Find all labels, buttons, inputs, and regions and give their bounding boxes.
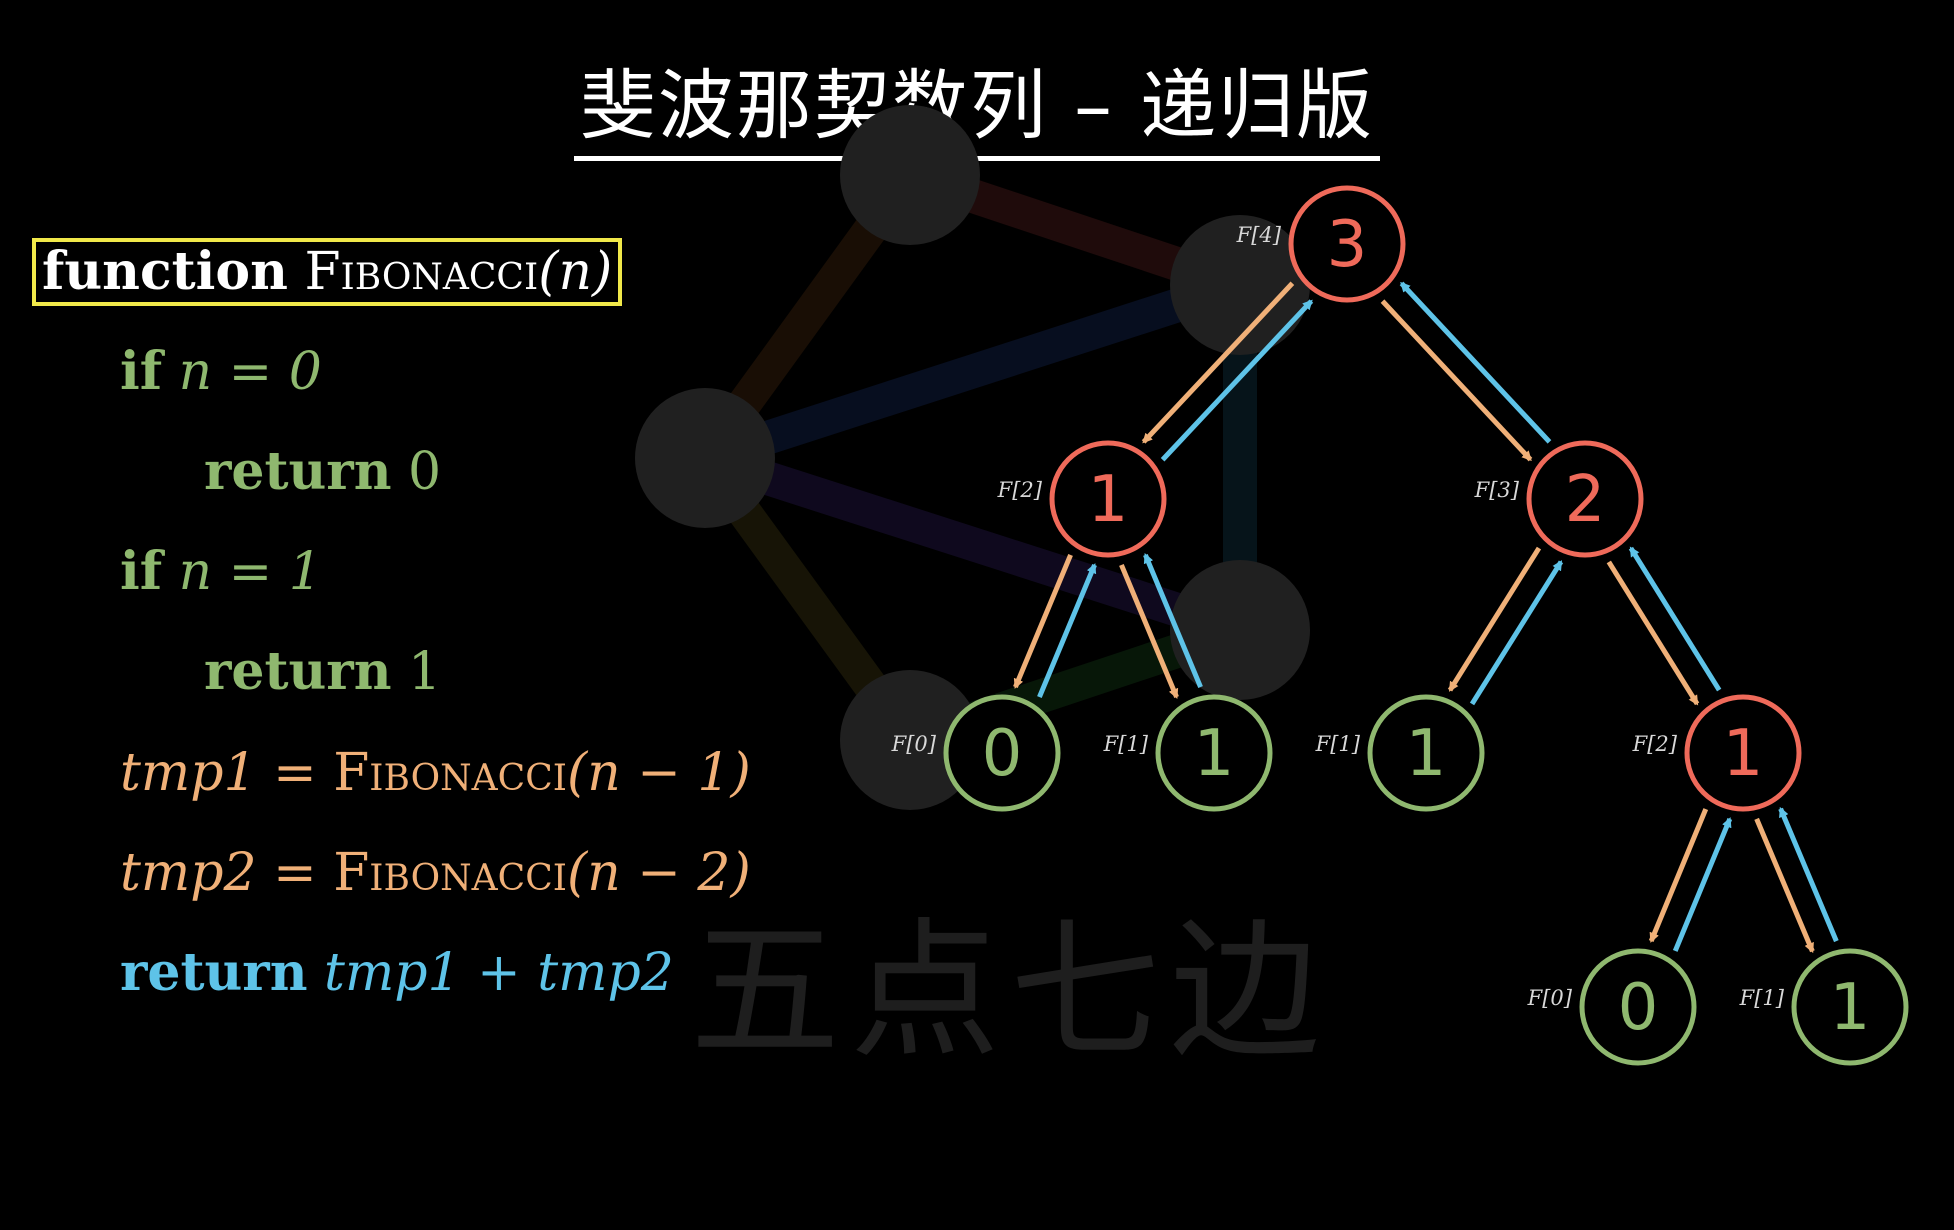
code-line-tmp1: tmp1 = Fibonacci(n − 1)	[120, 738, 751, 808]
node-value: 1	[1194, 717, 1235, 791]
return-arrow	[1037, 563, 1097, 699]
tree-node-leaf: 0 F[0]	[1527, 948, 1697, 1066]
node-label: F[4]	[1236, 223, 1282, 247]
function-keyword: function	[42, 241, 288, 302]
call-name: Fibonacci	[333, 843, 567, 903]
if-keyword: if	[120, 341, 163, 402]
node-label: F[1]	[1103, 732, 1149, 756]
node-value: 1	[1088, 463, 1129, 537]
code-line-tmp2: tmp2 = Fibonacci(n − 2)	[120, 838, 751, 908]
call-arrow	[1754, 817, 1815, 954]
watermark: 五点七边	[690, 905, 1331, 1079]
code-line-if-1: if n = 1	[120, 537, 322, 607]
node-label: F[3]	[1474, 478, 1520, 502]
return-value: 1	[408, 642, 442, 702]
node-circle	[1526, 440, 1644, 558]
bg-node	[1170, 560, 1310, 700]
tree-node-internal: 2 F[3]	[1474, 440, 1644, 558]
code-line-return-1: return 1	[204, 637, 441, 707]
return-value: 0	[408, 442, 442, 502]
tree-node-internal: 1 F[2]	[997, 440, 1167, 558]
highlight-box: function Fibonacci(n)	[32, 238, 623, 306]
tree-node-leaf: 0 F[0]	[891, 694, 1061, 812]
tree-node-leaf: 1 F[1]	[1315, 694, 1485, 812]
tree-node-internal: 1 F[2]	[1632, 694, 1802, 812]
tmp1-variable: tmp1	[120, 743, 257, 803]
bg-node	[1170, 215, 1310, 355]
node-value: 3	[1327, 208, 1368, 282]
tree-node-leaf: 1 F[1]	[1739, 948, 1909, 1066]
node-circle	[1288, 185, 1406, 303]
return-arrow	[1469, 560, 1564, 706]
call-arrow	[1648, 808, 1709, 943]
node-value: 0	[1618, 971, 1659, 1045]
code-line-if-0: if n = 0	[120, 337, 322, 407]
node-label: F[0]	[1527, 986, 1573, 1010]
return-arrow	[1143, 553, 1203, 689]
if-keyword: if	[120, 541, 163, 602]
node-circle	[943, 694, 1061, 812]
node-circle	[1049, 440, 1167, 558]
code-line-return-sum: return tmp1 + tmp2	[120, 938, 674, 1008]
code-line-return-0: return 0	[204, 437, 441, 507]
call-name: Fibonacci	[333, 743, 567, 803]
return-arrow	[1778, 806, 1839, 943]
node-label: F[0]	[891, 732, 937, 756]
node-value: 0	[982, 717, 1023, 791]
node-label: F[1]	[1739, 986, 1785, 1010]
return-keyword: return	[204, 641, 392, 702]
call-arrow	[1119, 563, 1179, 699]
return-keyword: return	[204, 441, 392, 502]
node-value: 1	[1406, 717, 1447, 791]
node-label: F[2]	[1632, 732, 1678, 756]
bg-edge	[699, 268, 1246, 475]
if-condition: n = 0	[178, 342, 322, 402]
code-line-function: function Fibonacci(n)	[32, 237, 623, 307]
call-arrow	[1380, 299, 1533, 462]
node-value: 1	[1830, 971, 1871, 1045]
node-value: 2	[1565, 463, 1606, 537]
assign-operator: =	[256, 743, 334, 803]
return-keyword: return	[120, 942, 308, 1003]
node-circle	[1155, 694, 1273, 812]
return-arrow	[1628, 546, 1722, 692]
tree-node-leaf: 1 F[1]	[1103, 694, 1273, 812]
call-arrow	[1013, 553, 1073, 689]
return-arrow	[1399, 281, 1552, 444]
node-circle	[1579, 948, 1697, 1066]
bg-edge	[699, 441, 1246, 647]
node-value: 1	[1723, 717, 1764, 791]
return-arrow	[1672, 817, 1733, 952]
node-circle	[1684, 694, 1802, 812]
tree-node-internal: 3 F[4]	[1236, 185, 1406, 303]
assign-operator: =	[256, 843, 334, 903]
call-args: (n − 2)	[566, 843, 751, 903]
bg-node	[840, 105, 980, 245]
node-circle	[1791, 948, 1909, 1066]
call-arrow	[1447, 546, 1542, 692]
node-label: F[2]	[997, 478, 1043, 502]
function-name: Fibonacci	[304, 242, 539, 302]
return-expression: tmp1 + tmp2	[324, 943, 674, 1003]
call-args: (n − 1)	[566, 743, 751, 803]
bg-node	[840, 670, 980, 810]
node-label: F[1]	[1315, 732, 1361, 756]
node-circle	[1367, 694, 1485, 812]
tmp2-variable: tmp2	[120, 843, 257, 903]
if-condition: n = 1	[178, 542, 322, 602]
bg-node	[635, 388, 775, 528]
return-arrow	[1160, 299, 1314, 462]
function-args: (n)	[538, 242, 613, 302]
call-arrow	[1606, 560, 1700, 706]
call-arrow	[1141, 281, 1295, 444]
